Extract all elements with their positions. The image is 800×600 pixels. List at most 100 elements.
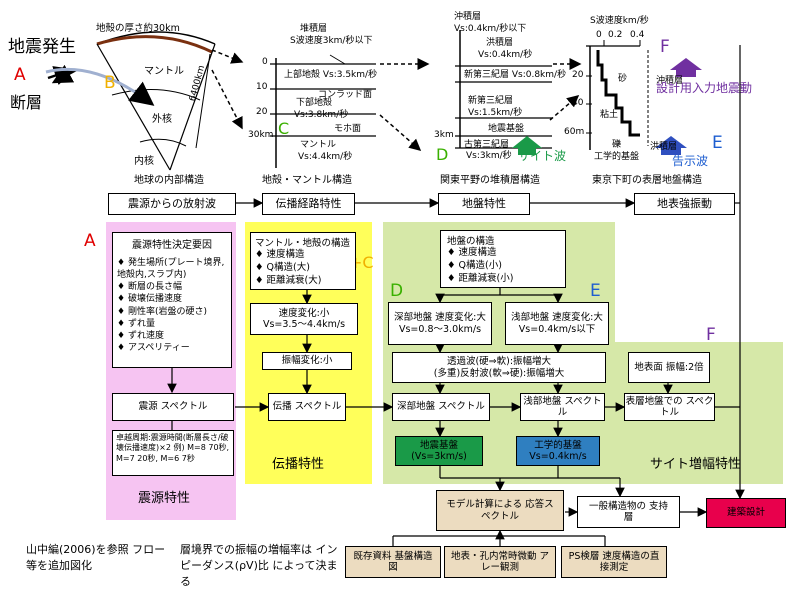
tokyo-gravel: 礫 [612,140,622,150]
lower-crust: 下部地殻 [296,98,333,108]
outer-core-label: 外核 [152,114,172,125]
source-spectrum: 震源 スペクトル [112,393,234,421]
deep-spectrum: 深部地盤 スペクトル [392,393,490,421]
eng-base-box: 工学的基盤 Vs=0.4km/s [516,436,600,466]
path-velocity-box: 速度変化:小 Vs=3.5～4.4km/s [250,303,358,335]
crust-thickness: 地殻の厚さ約30km [96,23,180,34]
deep-ground-box: 深部地盤 速度変化:大 Vs=0.8～3.0km/s [388,302,492,345]
tokyo-caption: 東京下町の表層地盤構造 [592,175,702,186]
tokyo-alluvium: 沖積層 [656,76,684,86]
ground-item: ♦ 速度構造 [447,247,497,258]
crust-tick-10: 10 [256,82,268,92]
design-box: 建築設計 [706,498,786,528]
earth-caption: 地球の内部構造 [134,175,204,186]
flow-path: 伝播経路特性 [262,193,355,215]
mantle-label: マントル [144,66,184,77]
structure-item: ♦ Q構造(大) [255,261,310,273]
tokyo-profile [586,40,649,150]
shallow-spectrum: 浅部地盤 スペクトル [520,393,605,421]
source-factors-title: 震源特性決定要因 [132,240,212,251]
factor-item: ♦ 発生場所(プレート境界,地殻内,スラブ内) [117,258,225,281]
kanto-diluvium: 洪積層 [486,38,514,48]
letter-d-top: D [436,145,449,164]
letter-b-top: B [104,73,116,93]
letter-a-top: A [14,65,26,85]
sediment-label: 堆積層 [300,24,328,34]
ps-logging-box: PS検層 速度構造の直接測定 [561,546,667,578]
letter-c-top: C [278,119,290,138]
tokyo-diluvium: 洪積層 [650,142,678,152]
source-factors-box: 震源特性決定要因 ♦ 発生場所(プレート境界,地殻内,スラブ内) ♦ 断層の長さ… [112,232,232,368]
fault-label: 断層 [10,93,43,112]
kanto-neogene-lower: 新第三紀層 [468,96,514,106]
path-amp-box: 振幅変化:小 [262,352,352,370]
path-label: 伝播特性 [272,457,325,472]
ground-item: ♦ Q構造(小) [447,259,502,271]
model-calc-box: モデル計算による 応答スペクトル [436,490,564,531]
seismic-base-box: 地震基盤 (Vs=3km/s) [395,436,483,466]
path-structure-title: マントル・地殻の構造 [255,238,351,249]
inner-core-label: 内核 [134,156,154,167]
structure-item: ♦ 速度構造 [255,249,305,260]
tokyo-s-velocity: S波速度km/秒 [590,16,649,26]
tokyo-depth-20: 20 [572,70,584,80]
source-factors-list: ♦ 発生場所(プレート境界,地殻内,スラブ内) ♦ 断層の長さ幅 ♦ 破壊伝播速… [117,257,227,354]
tokyo-eng-base: 工学的基盤 [594,152,640,162]
kanto-paleogene: 古第三紀層 [464,140,510,150]
support-layer-box: 一般構造物の 支持層 [577,496,680,528]
shallow-ground-box: 浅部地盤 速度変化:大 Vs=0.4km/s以下 [505,302,609,345]
factor-item: ♦ 剛性率(岩盤の硬さ) [117,306,207,317]
crust-tick-0: 0 [262,57,268,67]
crust-tick-30: 30km [248,130,274,140]
crust-mantle-vs: Vs:4.4km/秒 [298,152,353,162]
crust-tick-20: 20 [256,107,268,117]
earth-section [96,31,216,171]
ground-item: ♦ 距離減衰(小) [447,272,514,284]
path-structure-list: ♦ 速度構造 ♦ Q構造(大) ♦ 距離減衰(大) [255,249,351,287]
factor-item: ♦ アスペリティー [117,342,190,353]
kanto-neogene-upper: 新第三紀層 Vs:0.8km/秒 [464,70,567,80]
note-right: 層境界での振幅の増幅率は インピーダンス(ρV)比 によって決まる [180,543,338,588]
kanto-alluvium-vs: Vs:0.4km/秒以下 [454,24,527,34]
site-wave: サイト波 [518,149,567,163]
ground-structure-box: 地盤の構造 ♦ 速度構造 ♦ Q構造(小) ♦ 距離減衰(小) [440,230,566,288]
kanto-basement: 地震基盤 [488,124,525,134]
letter-f-top: F [660,37,670,57]
existing-data-box: 既存資料 基盤構造図 [345,546,441,578]
kanto-depth: 3km [434,130,454,140]
surface-spectrum: 表層地盤での スペクトル [624,393,715,421]
lower-crust-vs: Vs:3.8km/秒 [294,110,349,120]
kanto-caption: 関東平野の堆積層構造 [440,175,540,186]
factor-item: ♦ ずれ速度 [117,330,164,341]
tokyo-scale-04: 0.4 [630,30,645,40]
tokyo-depth-40: 40 [572,98,584,108]
structure-item: ♦ 距離減衰(大) [255,274,322,286]
letter-e-top: E [712,133,723,153]
ground-structure-list: ♦ 速度構造 ♦ Q構造(小) ♦ 距離減衰(小) [447,247,559,285]
crust-profile [270,54,376,168]
flow-surface-motion: 地表強振動 [634,193,735,215]
tokyo-scale-02: 0.2 [608,30,623,40]
letter-f-region: F [706,325,716,345]
kanto-paleogene-vs: Vs:3km/秒 [466,151,512,161]
letter-a-region: A [84,231,96,251]
moho: モホ面 [334,124,362,134]
factor-item: ♦ 破壊伝播速度 [117,294,182,305]
kanto-alluvium: 沖積層 [454,12,482,22]
tokyo-clay: 粘土 [600,110,619,120]
path-structure-box: マントル・地殻の構造 ♦ 速度構造 ♦ Q構造(大) ♦ 距離減衰(大) [250,232,356,290]
crust-mantle: マントル [300,140,337,150]
source-label: 震源特性 [138,491,191,506]
ground-structure-title: 地盤の構造 [447,236,495,247]
surface-box: 地表面 振幅:2倍 [628,352,710,383]
factor-item: ♦ ずれ量 [117,318,155,329]
source-period-note: 卓越周期:震源時間(断層長さ/破壊伝播速度)×2 例) M=8 70秒, M=7… [112,430,234,476]
microtremor-box: 地表・孔内常時微動 アレー観測 [444,546,556,578]
crust-caption: 地殻・マントル構造 [262,175,352,186]
tokyo-depth-60: 60m [564,127,585,137]
kanto-diluvium-vs: Vs:0.4km/秒 [478,50,533,60]
design-motion: 設計用入力地震動 [656,81,753,95]
wave-behavior-box: 透過波(硬⇒軟):振幅増大 (多重)反射波(軟⇒硬):振幅増大 [392,352,606,383]
note-left: 山中編(2006)を参照 フロー等を追加図化 [26,543,166,572]
